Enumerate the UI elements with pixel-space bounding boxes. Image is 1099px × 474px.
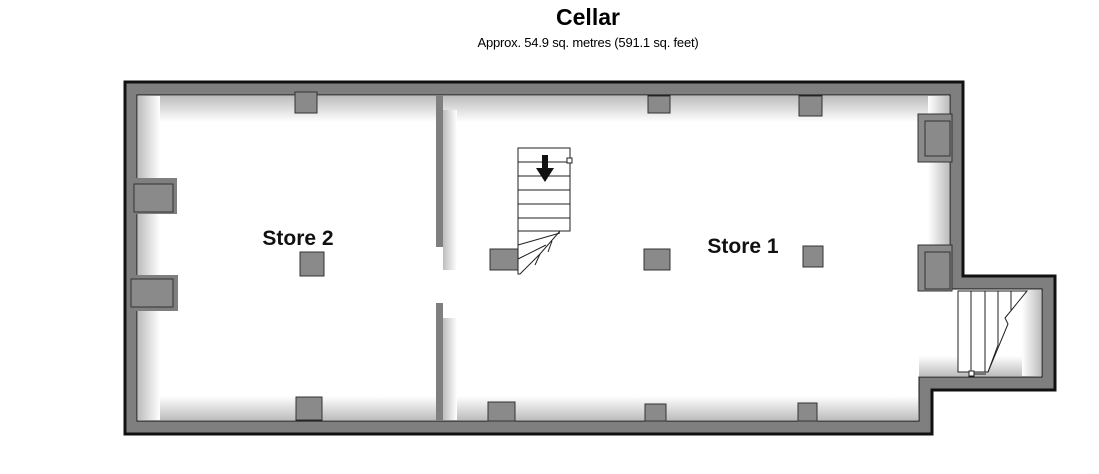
plan-title: Cellar: [556, 4, 620, 30]
partition-wall-upper: [436, 95, 443, 247]
wall-shade-annex-right: [1022, 290, 1041, 376]
wall-shade-left: [138, 96, 160, 420]
interior-floor: [136, 94, 1043, 422]
pillar: [797, 402, 818, 422]
pillars: [130, 91, 953, 422]
pillar: [299, 251, 325, 277]
pillar: [924, 120, 951, 157]
pillar: [489, 248, 519, 271]
pillar: [647, 95, 671, 114]
staircase-down: [517, 147, 573, 275]
arrow-down-icon: [536, 155, 554, 182]
pillar: [487, 401, 516, 422]
pillar: [643, 248, 671, 271]
pillar: [133, 183, 174, 213]
partition-shadow-lower: [443, 318, 457, 420]
pillar: [924, 251, 951, 290]
pillar: [644, 403, 667, 422]
pillar: [130, 278, 174, 308]
partition-shadow-upper: [443, 110, 457, 270]
room-label-store-2: Store 2: [262, 227, 333, 250]
pillar: [294, 91, 318, 114]
partition-wall-lower: [436, 303, 443, 421]
plan-area-subtitle: Approx. 54.9 sq. metres (591.1 sq. feet): [477, 35, 699, 50]
wall-shade-top: [138, 96, 949, 122]
wall-shade-bottom: [138, 396, 918, 420]
pillar: [802, 245, 824, 268]
staircase-annex: [957, 290, 1029, 377]
room-label-store-1: Store 1: [707, 235, 779, 258]
pillar: [798, 95, 823, 117]
pillar: [295, 396, 323, 421]
